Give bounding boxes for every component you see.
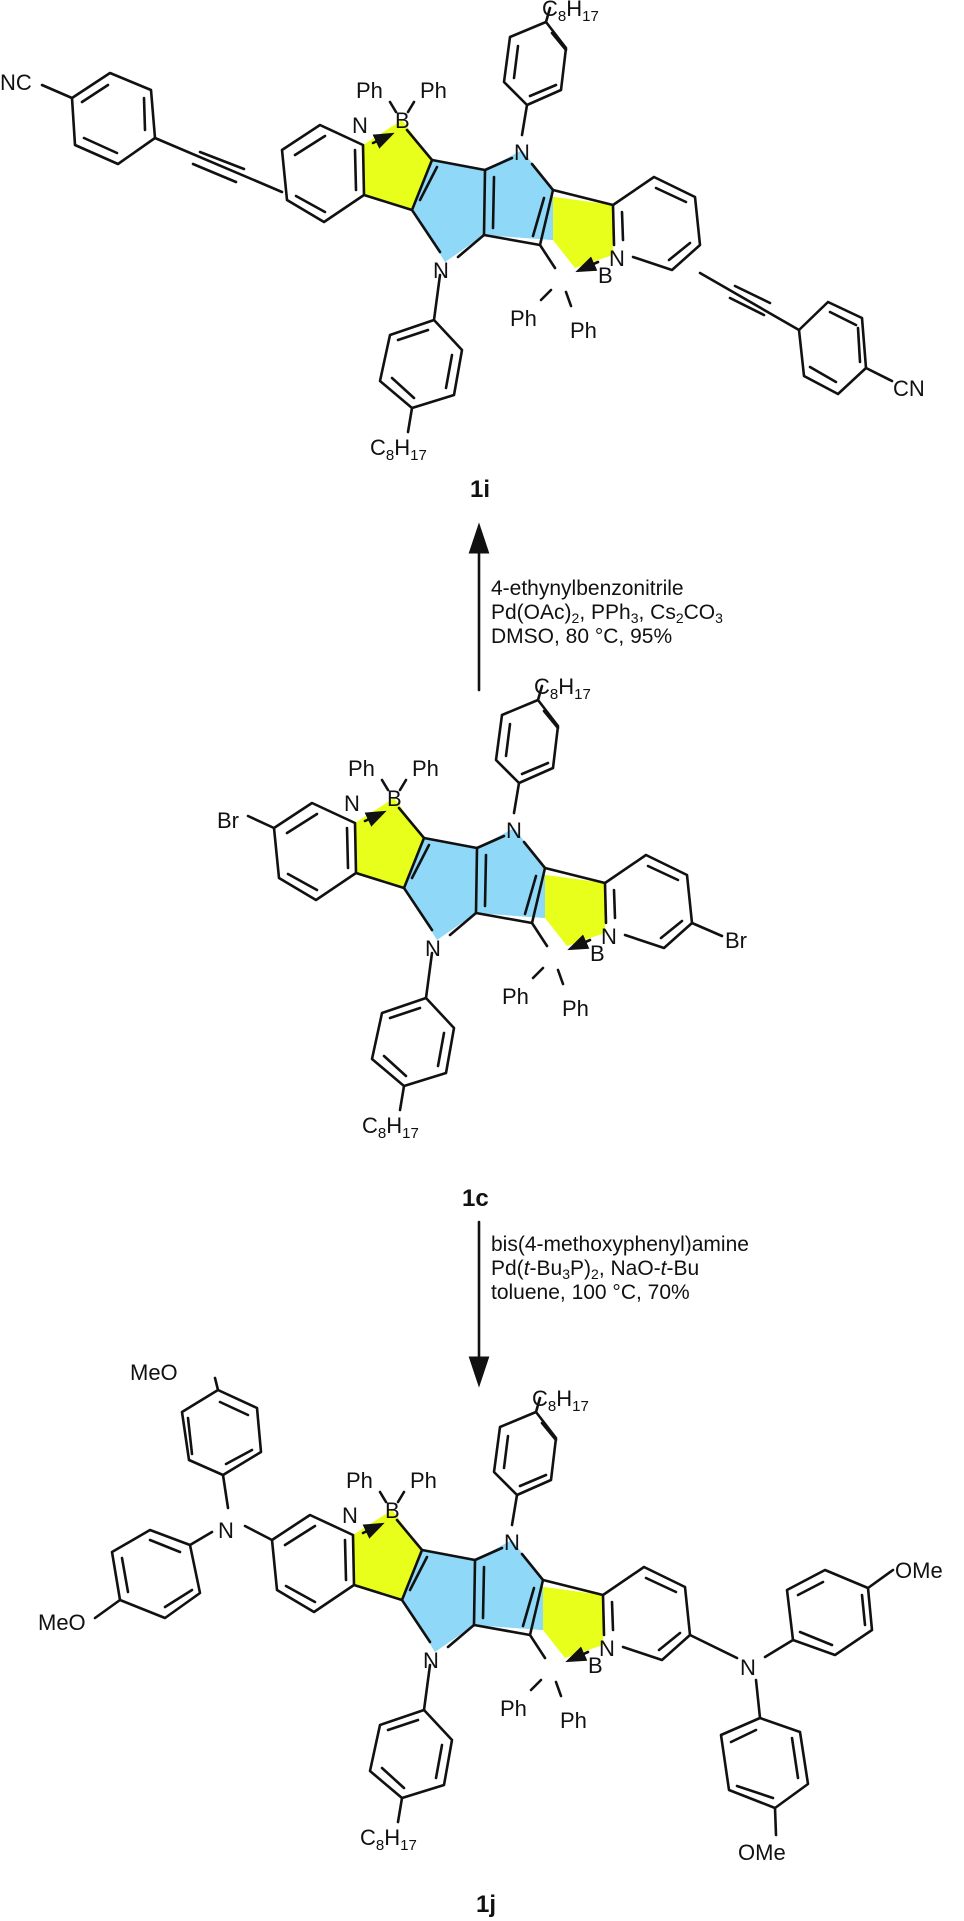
solvent-temp-yield-line: toluene, 100 °C, 70% bbox=[491, 1281, 690, 1304]
compound-label-1i: 1i bbox=[470, 476, 490, 503]
text-part: , PPh bbox=[579, 601, 631, 624]
subscript: 2 bbox=[591, 1266, 599, 1282]
subscript: 3 bbox=[562, 1266, 571, 1282]
subscript: 3 bbox=[630, 610, 639, 626]
compound-1j: N MeO N bbox=[38, 1376, 895, 1854]
text-part: -Bu bbox=[666, 1257, 700, 1280]
text-part: , NaO- bbox=[598, 1257, 661, 1280]
catalyst-line: Pd(t-Bu3P)2, NaO-t-Bu bbox=[491, 1257, 749, 1281]
reagent-line: bis(4-methoxyphenyl)amine bbox=[491, 1233, 749, 1256]
subscript: 3 bbox=[715, 610, 723, 626]
compound-label-1c: 1c bbox=[462, 1185, 489, 1212]
subscript: 2 bbox=[571, 610, 580, 626]
reaction-conditions-upper: 4-ethynylbenzonitrile Pd(OAc)2, PPh3, Cs… bbox=[491, 577, 723, 649]
methoxy-group-right-upper: OMe bbox=[895, 1558, 943, 1583]
text-part: -Bu bbox=[529, 1257, 563, 1280]
compound-1c: Br Br bbox=[217, 674, 747, 1142]
methoxy-group-right-lower: OMe bbox=[738, 1840, 786, 1865]
italic-part: t bbox=[660, 1257, 667, 1280]
methoxy-group-left-upper: MeO bbox=[130, 1360, 178, 1385]
text-part: , Cs bbox=[638, 601, 676, 624]
text-part: P) bbox=[570, 1257, 592, 1280]
bromo-substituent-right: Br bbox=[725, 928, 747, 953]
bromo-substituent-left: Br bbox=[217, 808, 239, 833]
nitrile-group-left: NC bbox=[0, 70, 32, 95]
text-part: Pd( bbox=[491, 1257, 524, 1280]
text-part: CO bbox=[683, 601, 716, 624]
amine-nitrogen-right: N bbox=[740, 1655, 756, 1680]
compound-label-1j: 1j bbox=[476, 1891, 496, 1918]
reaction-conditions-lower: bis(4-methoxyphenyl)amine Pd(t-Bu3P)2, N… bbox=[491, 1233, 749, 1305]
catalyst-line: Pd(OAc)2, PPh3, Cs2CO3 bbox=[491, 601, 723, 625]
reagent-line: 4-ethynylbenzonitrile bbox=[491, 577, 684, 600]
solvent-temp-yield-line: DMSO, 80 °C, 95% bbox=[491, 625, 673, 648]
compound-1i: NC CN 1i bbox=[0, 0, 925, 503]
text-part: Pd(OAc) bbox=[491, 601, 572, 624]
nitrile-group-right: CN bbox=[893, 376, 925, 401]
italic-part: t bbox=[523, 1257, 530, 1280]
methoxy-group-left-lower: MeO bbox=[38, 1610, 86, 1635]
amine-nitrogen-left: N bbox=[218, 1518, 234, 1543]
subscript: 2 bbox=[675, 610, 684, 626]
